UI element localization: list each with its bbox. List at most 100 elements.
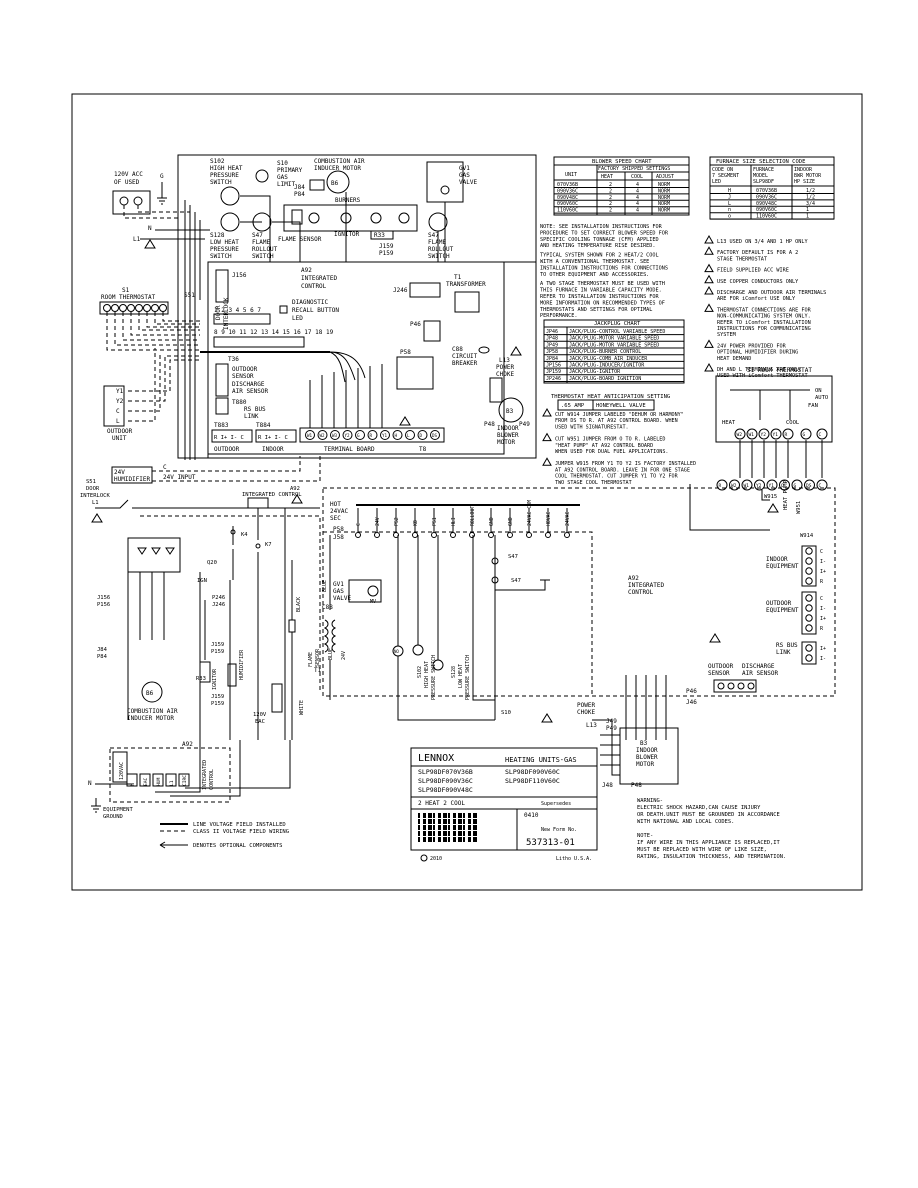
legend-note-line: USE COPPER CONDUCTORS ONLY — [717, 279, 799, 285]
s51-label: S51 — [184, 292, 195, 299]
legend-note-line: DISCHARGE AND OUTDOOR AIR TERMINALS — [717, 290, 826, 296]
c88-ladder-label: C88 — [322, 604, 333, 611]
ladder-pin — [412, 532, 418, 538]
j156-label: J156 — [232, 272, 247, 279]
jumper-note-line: TWO STAGE COOL THERMOSTAT — [555, 480, 632, 486]
heat-pump-label: HEAT PUMP — [783, 480, 789, 510]
furnace-header: HP SIZE — [794, 179, 815, 185]
room-stat-on: ON — [815, 388, 822, 394]
terminal-screw — [305, 430, 315, 440]
terminal-screw — [342, 430, 353, 440]
s47-rollout-icon-2 — [428, 212, 448, 232]
ladder-col-label: PS2 — [394, 517, 400, 526]
a92-terminal-label: L1 — [169, 780, 175, 786]
hot-label: 24VAC — [330, 508, 348, 515]
pressure-switch-icon — [412, 644, 424, 656]
indoor-eq-label: INDOOR — [766, 556, 788, 563]
j156-ladder-label: J156 — [97, 595, 110, 601]
outdoor-sensor-label: SENSOR — [232, 373, 254, 380]
anticipation-title: THERMOSTAT HEAT ANTICIPATION SETTING — [551, 394, 670, 400]
outdoor-eq-label: EQUIPMENT — [766, 607, 799, 614]
furnace-row-hp: 3/4 — [806, 201, 815, 207]
p84-label: P84 — [294, 191, 305, 198]
gas-valve-coil-icon — [367, 585, 379, 597]
discharge-right: DISCHARGE — [742, 663, 775, 670]
flame-ladder-label: SENSOR — [315, 648, 321, 667]
blower-row-heat: 2 — [609, 201, 612, 207]
form-label: New Form No. — [541, 827, 577, 833]
indoor-eq-block — [801, 545, 817, 587]
terminal-label: W1 — [307, 433, 313, 438]
supersedes-label: Supersedes — [541, 801, 571, 807]
furnace-row-code: n — [728, 207, 731, 213]
eac-resistor — [271, 683, 283, 713]
supersedes-value: 0410 — [524, 812, 539, 819]
diag-label: DIAGNOSTIC — [292, 299, 329, 306]
legend-note-line: INSTRUCTIONS FOR COMMUNICATING — [717, 326, 811, 332]
a92-inner-outline — [323, 531, 593, 696]
b3-label: MOTOR — [497, 439, 515, 446]
control-terminal-label: W2 — [731, 483, 737, 489]
note-line: PROCEDURE TO SET CORRECT BLOWER SPEED FO… — [540, 230, 669, 236]
blower-row-unit: 110V60C — [557, 208, 578, 214]
r33-ladder-label: R33 — [196, 676, 206, 682]
s102-label: S102 — [210, 158, 225, 165]
warning-line: OR DEATH.UNIT MUST BE GROUNDED IN ACCORD… — [637, 812, 780, 818]
gas-valve-box — [426, 161, 464, 203]
ladder-pin — [564, 532, 570, 538]
s47-label: S47 — [252, 232, 263, 239]
board-harness-fan — [329, 351, 366, 383]
n-ladder-label: N — [88, 780, 92, 787]
ladder-col-label: PS1 — [432, 517, 438, 526]
jackplug-title: JACKPLUG CHART — [594, 321, 641, 327]
flame-sensor-rod — [288, 619, 296, 633]
jumper-note-line: JUMPER W915 FROM Y1 TO Y2 IS FACTORY INS… — [555, 461, 696, 467]
comb-ladder-label: INDUCER MOTOR — [127, 715, 174, 722]
blower-row-adjust: NORM — [658, 208, 670, 214]
blower-row-cool: 4 — [636, 208, 639, 214]
furnace-header: FURNACE — [753, 167, 774, 173]
a92-terminal — [139, 773, 151, 787]
s128-label: S128 — [210, 232, 225, 239]
furnace-row-code: J — [728, 194, 731, 200]
warning-line: WARNING- — [637, 798, 663, 804]
s1-terminal — [135, 304, 143, 312]
legend-triangle-icon — [704, 246, 714, 255]
jackplug-code: JP58 — [546, 349, 558, 355]
s47-label: ROLLOUT — [252, 246, 278, 253]
blower-row-cool: 4 — [636, 201, 639, 207]
room-stat-frame — [715, 375, 833, 443]
note-line: THERMOSTATS AND SETTINGS FOR OPTIMAL — [540, 307, 652, 313]
j48-label: J48 — [602, 782, 613, 789]
blower-row-adjust: NORM — [658, 201, 670, 207]
warning-line: ELECTRIC SHOCK HAZARD,CAN CAUSE INJURY — [637, 805, 761, 811]
c88-label: BREAKER — [452, 360, 478, 367]
anticipation-amp: .65 AMP — [561, 403, 585, 409]
terminal-label: L — [407, 433, 410, 438]
jackplug-desc: JACK/PLUG-MOTOR VARIABLE SPEED — [569, 342, 659, 348]
jumper-note-line: CUT W914 JUMPER LABELED "DEHUM OR HARMON… — [555, 412, 684, 418]
legend-note-line: ARE FOR iComfort USE ONLY — [717, 296, 796, 302]
p46-plug — [423, 320, 441, 342]
rsbus-right-label: RS BUS — [776, 642, 798, 649]
legend-note-line: STAGE THERMOSTAT — [717, 256, 767, 262]
furnace-row-code: H — [728, 188, 731, 194]
warning-triangle-icon — [91, 513, 103, 523]
j84-ladder-label: J84 — [97, 647, 108, 653]
s1-terminal — [119, 304, 127, 312]
blower-row-heat: 2 — [609, 208, 612, 214]
blower-row-adjust: NORM — [658, 182, 670, 188]
note-line: WITH A CONVENTIONAL THERMOSTAT. SEE — [540, 259, 649, 265]
room-stat-contacts — [730, 389, 810, 420]
ignitor-resistor — [199, 661, 211, 683]
b3-right-label: B3 — [640, 740, 648, 747]
room-stat-terminal — [746, 428, 758, 440]
copyright-icon — [420, 854, 428, 862]
furnace-row-model: 070V36B — [756, 188, 777, 194]
warning-line: NOTE- — [637, 833, 653, 839]
warning-line: WITH NATIONAL AND LOCAL CODES. — [637, 819, 734, 825]
ladder-ground — [495, 579, 550, 591]
warning-triangle-icon — [709, 633, 721, 643]
triac-block — [127, 537, 181, 573]
